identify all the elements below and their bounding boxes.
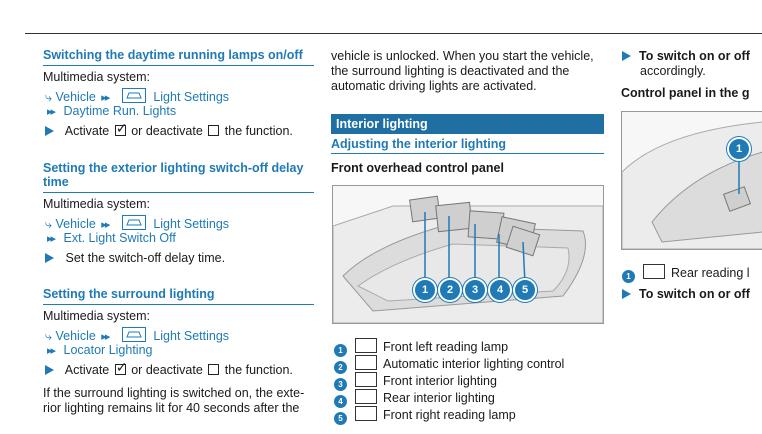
callout-2: 2 [438, 278, 462, 302]
nav-daytime-run-lights[interactable]: Daytime Run. Lights [63, 104, 177, 118]
rear-interior-light-icon [355, 389, 377, 404]
car-icon [121, 88, 146, 103]
empty-box-icon [208, 364, 220, 375]
heading-adjusting-interior: Adjusting the interior lighting [331, 137, 506, 151]
car-icon [121, 327, 146, 342]
heading-front-overhead: Front overhead control panel [331, 161, 504, 175]
heading-surround-lighting: Setting the surround lighting [43, 287, 215, 301]
step-switch-on-off: To switch on or off [622, 49, 750, 64]
nav-path: ⤷ Vehicle ▸▸ Light Settings [45, 215, 229, 233]
step-set-delay: Set the switch-off delay time. [45, 251, 225, 266]
multimedia-label: Multimedia system: [43, 70, 150, 84]
enter-arrow-icon: ⤷ [45, 329, 53, 343]
step-arrow-icon [45, 365, 54, 375]
enter-arrow-icon: ⤷ [45, 217, 53, 231]
double-chevron-icon: ▸▸ [47, 233, 56, 245]
step-arrow-icon [622, 51, 631, 61]
para-line-1: vehicle is unlocked. When you start the … [331, 49, 594, 63]
multimedia-label: Multimedia system: [43, 197, 150, 211]
enter-arrow-icon: ⤷ [45, 90, 53, 104]
heading-switch-off-delay-2: time [43, 175, 69, 189]
nav-ext-light-switch-off[interactable]: Ext. Light Switch Off [63, 231, 176, 245]
section-bar-interior-lighting: Interior lighting [331, 114, 604, 134]
rear-panel-drawing [622, 121, 762, 249]
rear-panel-figure: 1 [621, 111, 762, 250]
callout-4: 4 [488, 278, 512, 302]
surround-para-2: rior lighting remains lit for 40 seconds… [43, 401, 300, 415]
nav-light-settings[interactable]: Light Settings [153, 329, 230, 343]
step-activate: Activate or deactivate the function. [45, 121, 293, 139]
callout-1: 1 [413, 278, 437, 302]
double-chevron-icon: ▸▸ [47, 345, 56, 357]
callout-5: 5 [513, 278, 537, 302]
overhead-panel-drawing [333, 195, 603, 323]
empty-box-icon [208, 125, 220, 136]
nav-path-2: ▸▸ Daytime Run. Lights [45, 104, 176, 120]
heading-underline [331, 153, 604, 154]
para-line-3: automatic driving lights are activated. [331, 79, 537, 93]
nav-path-2: ▸▸ Ext. Light Switch Off [45, 231, 176, 247]
step-arrow-icon [45, 126, 54, 136]
nav-light-settings[interactable]: Light Settings [153, 217, 230, 231]
surround-para-1: If the surround lighting is switched on,… [43, 386, 305, 400]
nav-locator-lighting[interactable]: Locator Lighting [63, 343, 153, 357]
nav-path-2: ▸▸ Locator Lighting [45, 343, 152, 359]
nav-vehicle[interactable]: Vehicle [55, 90, 96, 104]
step-arrow-icon [622, 289, 631, 299]
nav-path: ⤷ Vehicle ▸▸ Light Settings [45, 327, 229, 345]
double-chevron-icon: ▸▸ [101, 92, 110, 104]
heading-switch-off-delay: Setting the exterior lighting switch-off… [43, 161, 304, 175]
heading-underline [43, 65, 314, 66]
nav-path: ⤷ Vehicle ▸▸ Light Settings [45, 88, 229, 106]
heading-daytime-lamps: Switching the daytime running lamps on/o… [43, 48, 303, 62]
step-activate: Activate or deactivate the function. [45, 360, 293, 378]
reading-lamp-icon [643, 264, 665, 279]
auto-lighting-icon [355, 355, 377, 370]
top-rule [25, 33, 762, 34]
checked-box-icon [114, 360, 127, 375]
front-interior-light-icon [355, 372, 377, 387]
car-icon [121, 215, 146, 230]
double-chevron-icon: ▸▸ [101, 331, 110, 343]
heading-underline [43, 192, 314, 193]
nav-light-settings[interactable]: Light Settings [153, 90, 230, 104]
step-accordingly: accordingly. [640, 64, 706, 78]
multimedia-label: Multimedia system: [43, 309, 150, 323]
heading-control-panel: Control panel in the g [621, 86, 750, 100]
callout-3: 3 [463, 278, 487, 302]
step-switch-on-off-2: To switch on or off [622, 287, 750, 302]
heading-underline [43, 304, 314, 305]
step-arrow-icon [45, 253, 54, 263]
reading-lamp-icon [355, 406, 377, 421]
double-chevron-icon: ▸▸ [101, 219, 110, 231]
nav-vehicle[interactable]: Vehicle [55, 217, 96, 231]
nav-vehicle[interactable]: Vehicle [55, 329, 96, 343]
para-line-2: the surround lighting is deactivated and… [331, 64, 570, 78]
callout-1: 1 [727, 137, 751, 161]
checked-box-icon [114, 121, 127, 136]
double-chevron-icon: ▸▸ [47, 106, 56, 118]
overhead-panel-figure: 1 2 3 4 5 [332, 185, 604, 324]
reading-lamp-icon [355, 338, 377, 353]
